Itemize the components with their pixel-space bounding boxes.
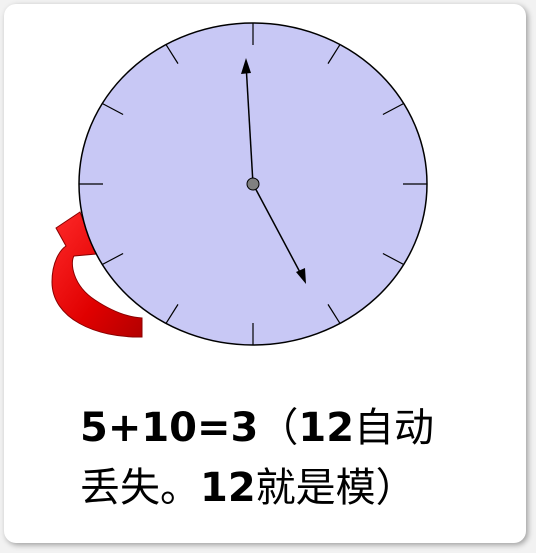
clock-tick <box>102 102 124 116</box>
clock-tick <box>382 252 404 266</box>
minute-hand-arrowhead <box>296 268 306 284</box>
clock-tick <box>327 304 341 324</box>
caption-text-modulus: 就是模） <box>255 465 416 511</box>
caption-line-2: 丢失。12就是模） <box>80 458 520 518</box>
minute-hand <box>252 183 303 277</box>
caption: 5+10=3（12自动 丢失。12就是模） <box>80 398 520 518</box>
clock-tick <box>327 44 341 64</box>
clock-tick <box>102 252 124 266</box>
caption-line-1: 5+10=3（12自动 <box>80 398 520 458</box>
caption-text-auto: 自动 <box>354 405 435 451</box>
modulus-number-2: 12 <box>200 465 256 511</box>
modulus-number: 12 <box>298 405 355 451</box>
open-paren: （ <box>258 405 299 451</box>
clock-tick <box>165 44 179 64</box>
clock-tick <box>382 102 404 116</box>
hour-hand <box>245 63 254 185</box>
clock-center-pivot <box>246 177 260 191</box>
clock-tick <box>165 304 179 324</box>
hour-hand-arrowhead <box>241 58 251 74</box>
clock-ticks <box>79 23 427 345</box>
caption-text-lost: 丢失。 <box>80 465 200 511</box>
equation-text: 5+10=3 <box>80 405 259 451</box>
curved-arrow-icon <box>51 211 143 338</box>
